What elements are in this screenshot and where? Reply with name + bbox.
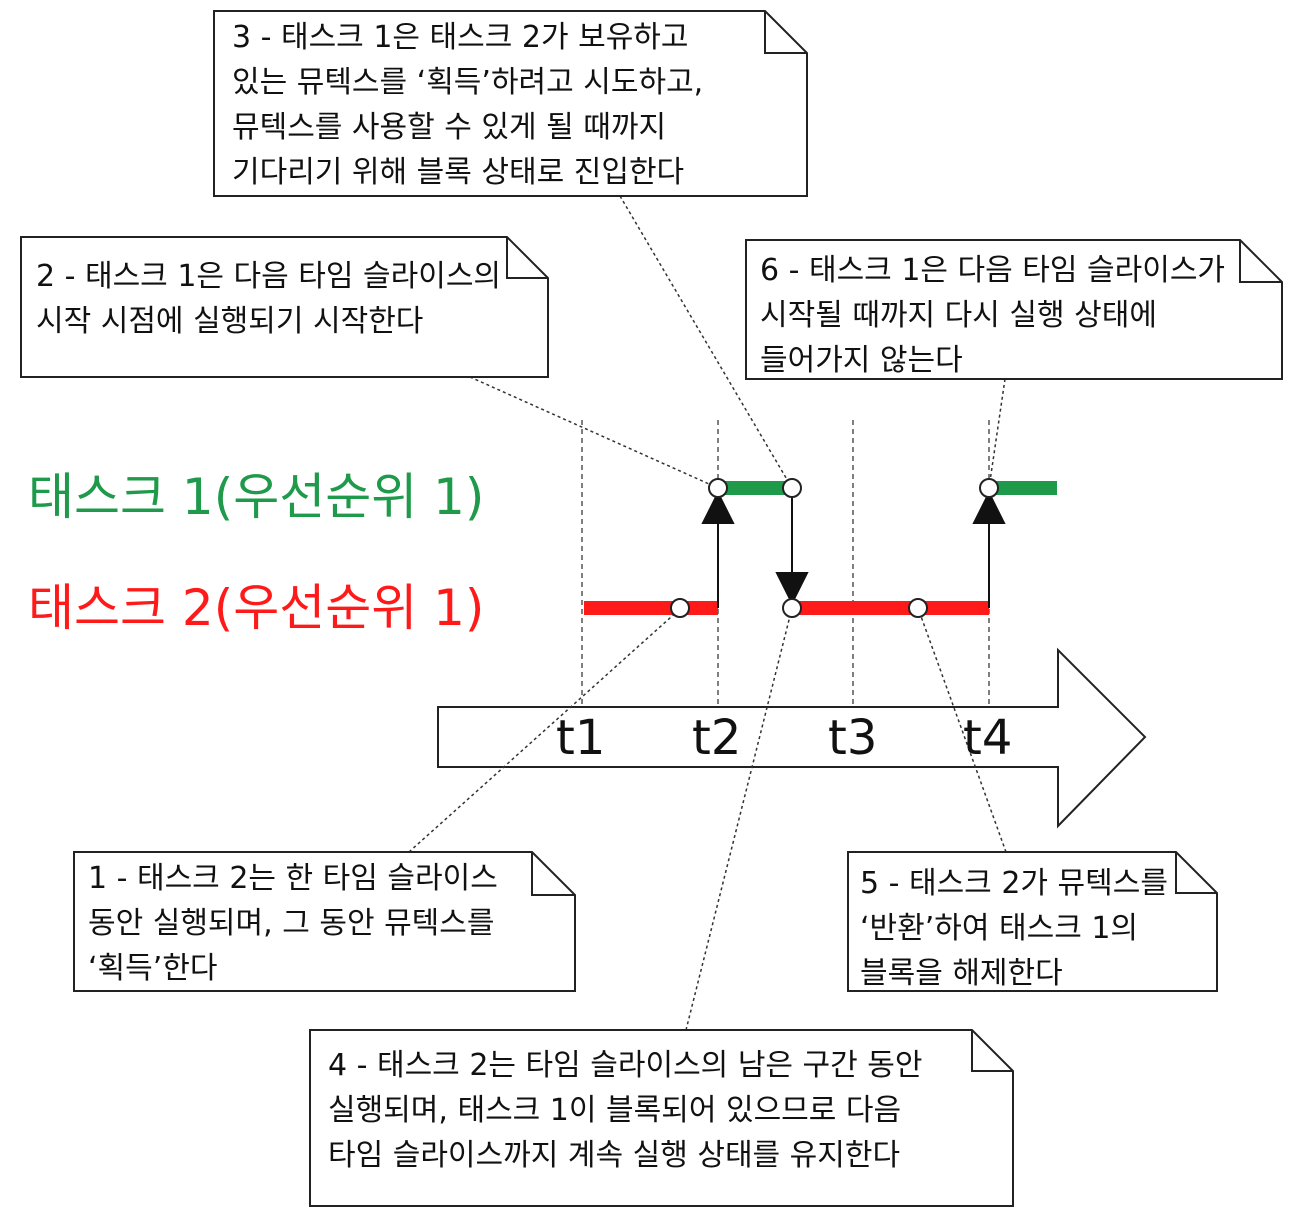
note-6-text: 6 - 태스크 1은 다음 타임 슬라이스가 시작될 때까지 다시 실행 상태에… [760,253,1226,378]
tick-label-t1: t1 [556,710,606,766]
task1-label: 태스크 1(우선순위 1) [28,468,485,526]
note-3-text: 3 - 태스크 1은 태스크 2가 보유하고 있는 뮤텍스를 ‘획득’하려고 시… [232,20,704,190]
tick-label-t4: t4 [963,710,1013,766]
tick-label-t2: t2 [692,710,742,766]
note-leader-lines [408,195,1007,1031]
note-4-text: 4 - 태스크 2는 타임 슬라이스의 남은 구간 동안 실행되며, 태스크 1… [328,1048,923,1173]
timeline-arrow [437,647,1147,829]
note-5-text: 5 - 태스크 2가 뮤텍스를 ‘반환’하여 태스크 1의 블록을 해제한다 [860,866,1168,991]
task2-label: 태스크 2(우선순위 1) [28,579,485,637]
note-boxes [20,10,1283,1207]
event-markers [670,478,999,618]
note-2-text: 2 - 태스크 1은 다음 타임 슬라이스의 시작 시점에 실행되기 시작한다 [36,259,502,339]
tick-label-t3: t3 [828,710,878,766]
note-1-text: 1 - 태스크 2는 한 타임 슬라이스 동안 실행되며, 그 동안 뮤텍스를 … [88,861,498,986]
context-switch-arrows [701,488,1006,608]
